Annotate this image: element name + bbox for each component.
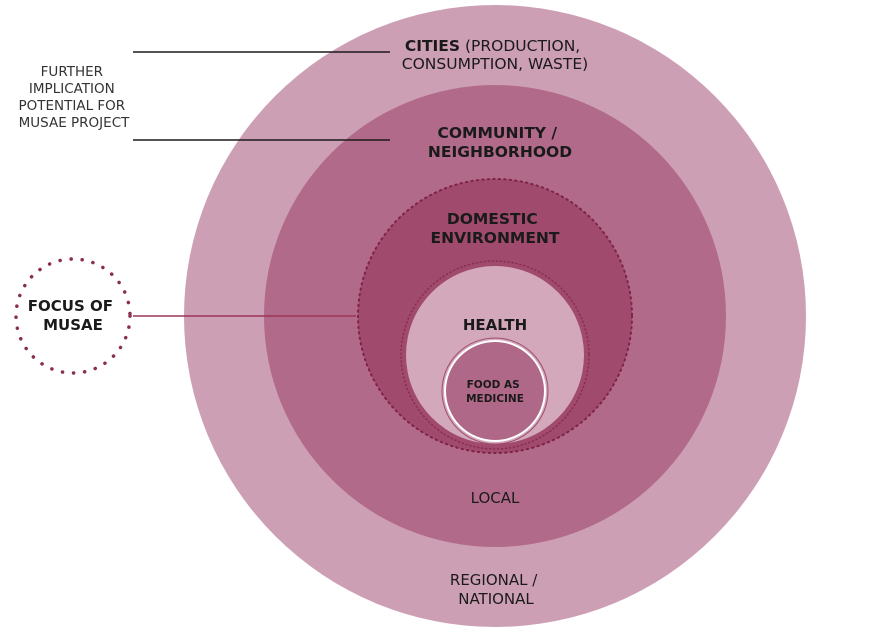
further-implication-label: FURTHER IMPLICATION POTENTIAL FOR MUSAE … <box>19 64 131 131</box>
food-as-medicine-label: FOOD AS MEDICINE <box>466 379 524 405</box>
domestic-environment-label: DOMESTIC ENVIRONMENT <box>431 210 560 247</box>
cities-label: CITIES (PRODUCTION, CONSUMPTION, WASTE) <box>402 37 588 73</box>
focus-of-musae-badge <box>14 257 132 375</box>
health-dotted-halo <box>400 260 590 450</box>
focus-of-musae-label: FOCUS OF MUSAE <box>28 297 118 334</box>
local-label: LOCAL <box>471 489 520 507</box>
health-label: HEALTH <box>463 316 527 334</box>
community-neighborhood-label: COMMUNITY / NEIGHBORHOOD <box>428 124 572 161</box>
regional-national-label: REGIONAL / NATIONAL <box>450 571 542 608</box>
food-as-medicine-circle <box>444 340 546 442</box>
food-as-medicine-outline <box>441 337 549 445</box>
